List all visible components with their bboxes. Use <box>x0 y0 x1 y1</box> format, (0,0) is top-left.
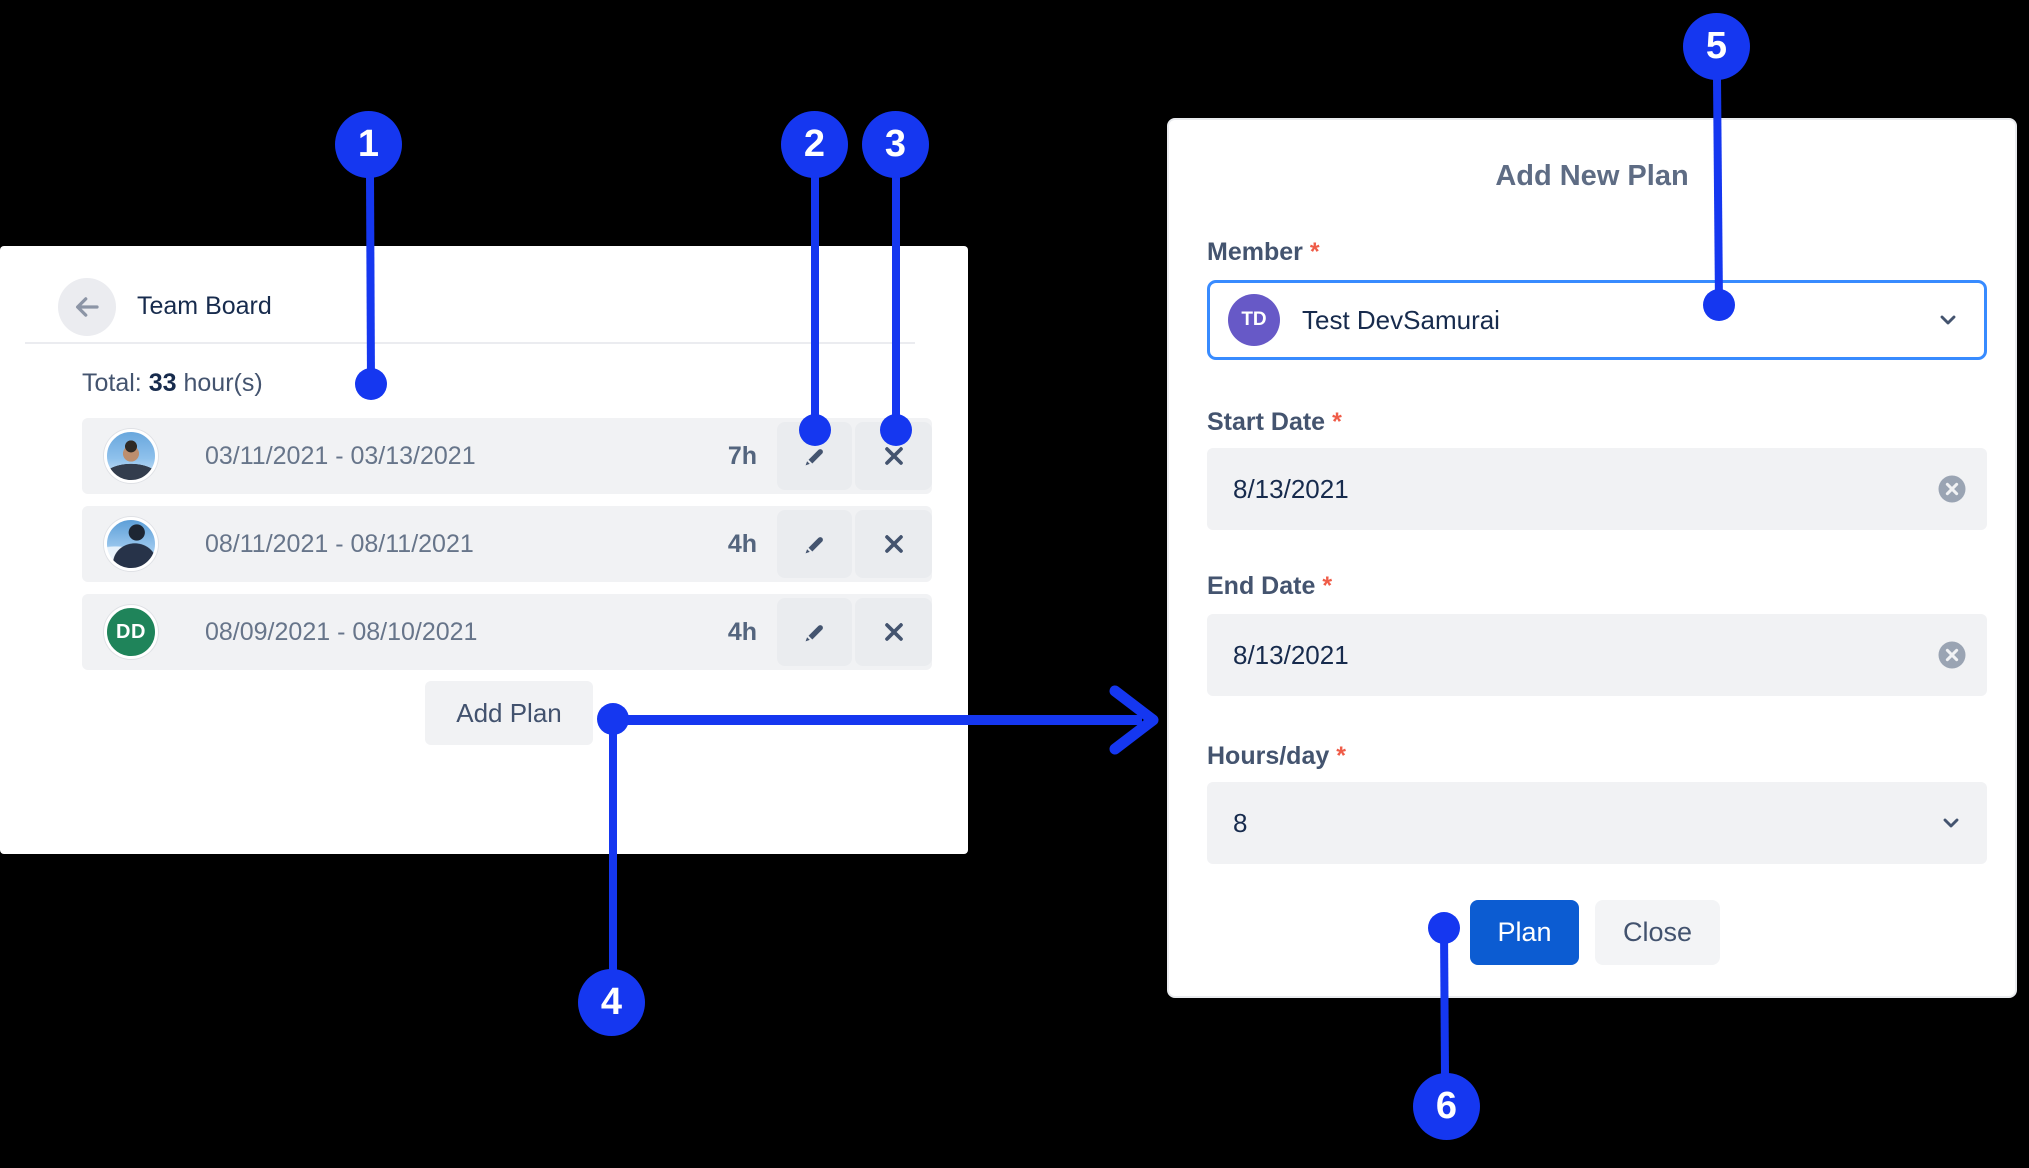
member-avatar-photo <box>104 517 158 571</box>
annotation-badge-5: 5 <box>1683 13 1750 80</box>
end-date-input[interactable]: 8/13/2021 <box>1207 614 1987 696</box>
end-date-value: 8/13/2021 <box>1233 639 1349 670</box>
add-plan-button[interactable]: Add Plan <box>425 681 593 745</box>
member-select[interactable]: TD Test DevSamurai <box>1207 280 1987 360</box>
arrow-left-icon <box>72 292 102 322</box>
member-avatar-photo <box>104 429 158 483</box>
required-asterisk: * <box>1309 238 1320 266</box>
hours-per-day-value: 8 <box>1233 807 1248 838</box>
annotation-badge-4: 4 <box>578 969 645 1036</box>
team-board-header: Team Board <box>0 246 968 344</box>
team-board-panel: Team Board Total: 33 hour(s) 03/11/2021 … <box>0 246 968 854</box>
end-date-label: End Date* <box>1207 572 1333 600</box>
delete-plan-button[interactable] <box>855 422 932 490</box>
pencil-icon <box>801 619 828 646</box>
plan-date-range: 08/09/2021 - 08/10/2021 <box>205 617 478 646</box>
close-dialog-button[interactable]: Close <box>1595 900 1720 965</box>
plan-row: DD 08/09/2021 - 08/10/2021 4h <box>82 594 932 670</box>
required-asterisk: * <box>1322 572 1333 600</box>
edit-plan-button[interactable] <box>777 422 852 490</box>
plan-hours: 7h <box>727 441 757 470</box>
start-date-value: 8/13/2021 <box>1233 473 1349 504</box>
clear-start-date-button[interactable] <box>1937 474 1967 504</box>
add-new-plan-dialog: Add New Plan Member* TD Test DevSamurai … <box>1167 118 2017 998</box>
member-label: Member* <box>1207 238 1320 266</box>
x-icon <box>881 531 907 557</box>
annotation-badge-2: 2 <box>781 111 848 178</box>
plan-row: 03/11/2021 - 03/13/2021 7h <box>82 418 932 494</box>
pencil-icon <box>801 531 828 558</box>
header-divider <box>25 342 915 344</box>
total-hours-summary: Total: 33 hour(s) <box>82 369 263 398</box>
plan-hours: 4h <box>727 529 757 558</box>
x-icon <box>881 443 907 469</box>
start-date-input[interactable]: 8/13/2021 <box>1207 448 1987 530</box>
plan-date-range: 03/11/2021 - 03/13/2021 <box>205 441 476 470</box>
annotation-badge-3: 3 <box>862 111 929 178</box>
plan-hours: 4h <box>727 617 757 646</box>
clear-end-date-button[interactable] <box>1937 640 1967 670</box>
total-unit: hour(s) <box>183 369 263 397</box>
annotation-badge-1: 1 <box>335 111 402 178</box>
plan-date-range: 08/11/2021 - 08/11/2021 <box>205 529 474 558</box>
member-selected-value: Test DevSamurai <box>1302 304 1500 335</box>
required-asterisk: * <box>1336 742 1346 770</box>
plan-row: 08/11/2021 - 08/11/2021 4h <box>82 506 932 582</box>
x-icon <box>881 619 907 645</box>
start-date-label: Start Date* <box>1207 408 1342 436</box>
pencil-icon <box>801 443 828 470</box>
page-title: Team Board <box>137 292 272 320</box>
member-avatar-initials: DD <box>104 605 158 659</box>
chevron-down-icon <box>1936 308 1960 332</box>
edit-plan-button[interactable] <box>777 598 852 666</box>
dialog-title: Add New Plan <box>1495 160 1689 192</box>
total-value: 33 <box>148 369 177 397</box>
hours-per-day-label: Hours/day* <box>1207 742 1346 770</box>
edit-plan-button[interactable] <box>777 510 852 578</box>
delete-plan-button[interactable] <box>855 598 932 666</box>
chevron-down-icon <box>1939 811 1963 835</box>
plan-submit-button[interactable]: Plan <box>1470 900 1579 965</box>
delete-plan-button[interactable] <box>855 510 932 578</box>
required-asterisk: * <box>1332 408 1342 436</box>
annotation-badge-6: 6 <box>1413 1073 1480 1140</box>
total-label: Total: <box>82 369 142 397</box>
member-avatar-initials: TD <box>1228 294 1280 346</box>
arrow-head-to-dialog <box>1109 685 1159 755</box>
back-button[interactable] <box>58 278 116 336</box>
hours-per-day-select[interactable]: 8 <box>1207 782 1987 864</box>
